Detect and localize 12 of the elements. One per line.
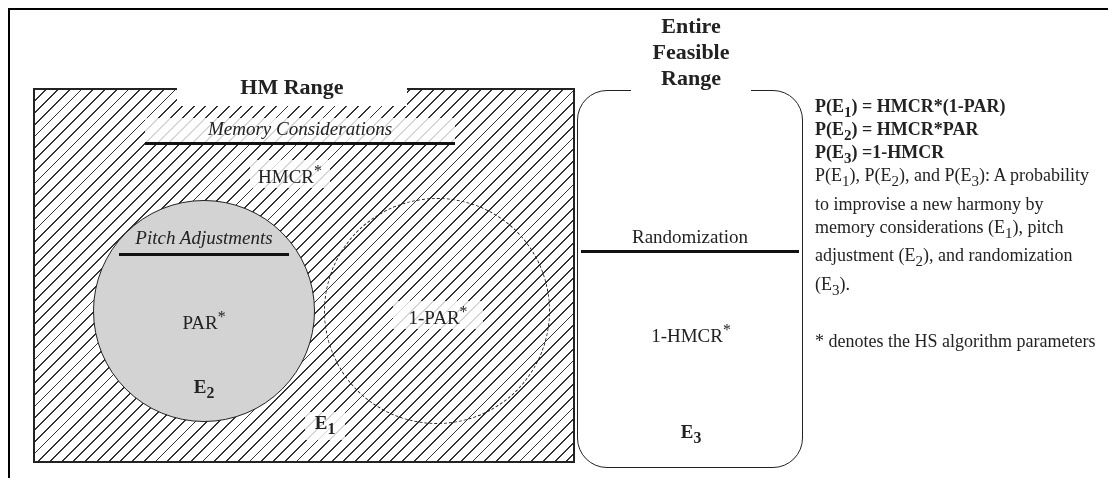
section-heading: Memory Considerations: [145, 118, 455, 145]
footnote: * denotes the HS algorithm parameters: [815, 330, 1097, 353]
parameter-label: HMCR$^{*}$: [250, 160, 330, 189]
section-heading: Randomization: [581, 226, 799, 253]
section-heading: Pitch Adjustments: [119, 223, 289, 256]
event-label: E$_{2}$: [192, 376, 216, 403]
event-label: E$_{1}$: [305, 412, 345, 440]
parameter-label: 1-PAR$^{*}$: [393, 301, 483, 330]
parameter-label: 1-HMCR$^{*}$: [650, 320, 732, 348]
shaded-circle: [93, 200, 315, 422]
parameter-label: PAR$^{*}$: [181, 307, 227, 335]
event-label: E$_{3}$: [679, 421, 703, 448]
